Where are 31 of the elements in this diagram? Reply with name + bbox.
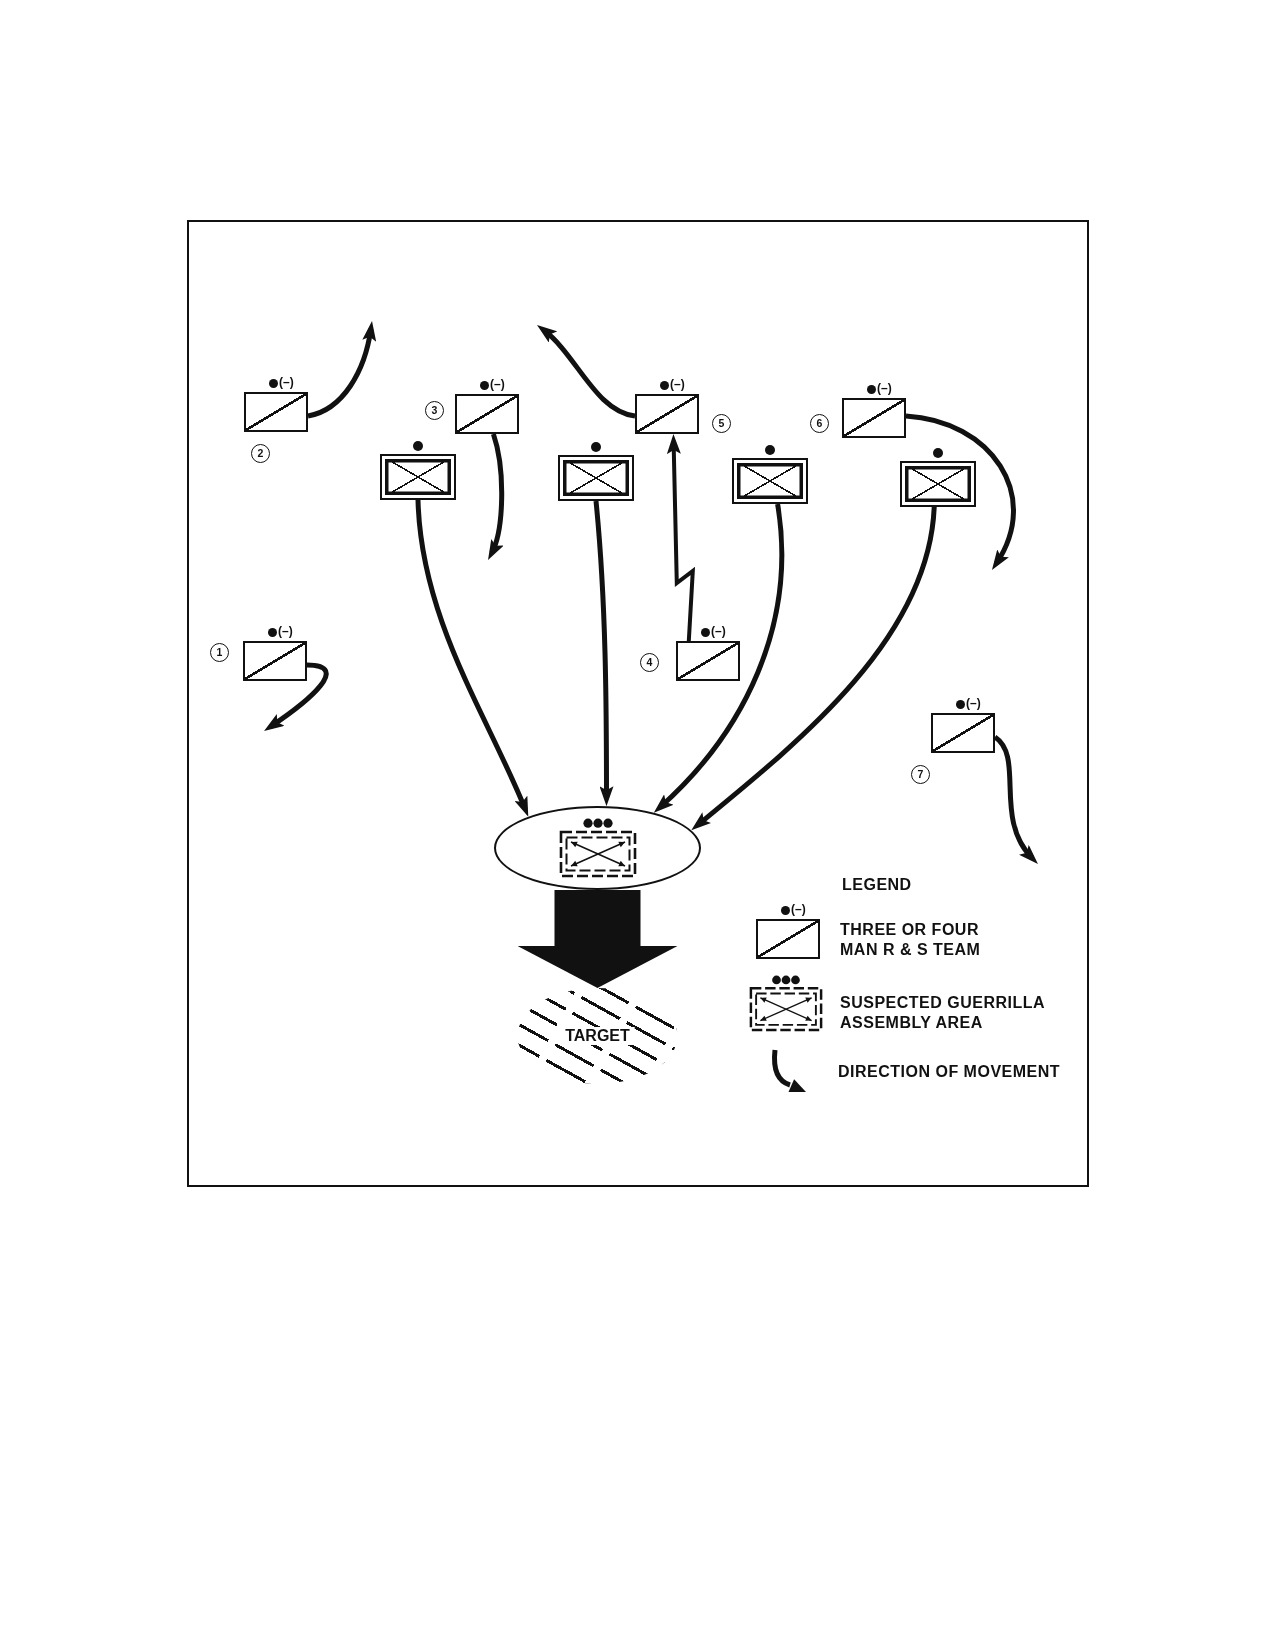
lightning-arrow	[666, 434, 696, 642]
movement-arrow	[264, 662, 329, 732]
legend-text: THREE OR FOUR MAN R & S TEAM	[840, 920, 982, 960]
movement-arrow	[488, 433, 505, 561]
movement-arrow	[537, 324, 636, 419]
strength-label: (–)	[279, 375, 294, 389]
legend-title: LEGEND	[842, 875, 912, 895]
thick-arrow	[517, 890, 678, 988]
movement-arrow	[691, 506, 937, 831]
movement-arrow	[307, 321, 376, 419]
movement-arrow	[415, 499, 529, 817]
movement-arrow	[654, 503, 785, 813]
strength-label: (–)	[490, 377, 505, 391]
movement-arrow	[993, 735, 1038, 865]
callout-number: 6	[810, 414, 829, 433]
legend-text: DIRECTION OF MOVEMENT	[838, 1062, 1061, 1082]
strength-label: (–)	[966, 696, 981, 710]
callout-number: 5	[712, 414, 731, 433]
callout-number: 2	[251, 444, 270, 463]
callout-number: 7	[911, 765, 930, 784]
strength-label: (–)	[791, 902, 806, 916]
callout-number: 1	[210, 643, 229, 662]
strength-label: (–)	[877, 381, 892, 395]
callout-number: 3	[425, 401, 444, 420]
strength-label: (–)	[278, 624, 293, 638]
strength-label: (–)	[711, 624, 726, 638]
strength-label: (–)	[670, 377, 685, 391]
movement-arrow	[905, 413, 1016, 571]
movement-arrow	[593, 500, 614, 807]
callout-number: 4	[640, 653, 659, 672]
legend-text: SUSPECTED GUERRILLA ASSEMBLY AREA	[840, 993, 1046, 1033]
